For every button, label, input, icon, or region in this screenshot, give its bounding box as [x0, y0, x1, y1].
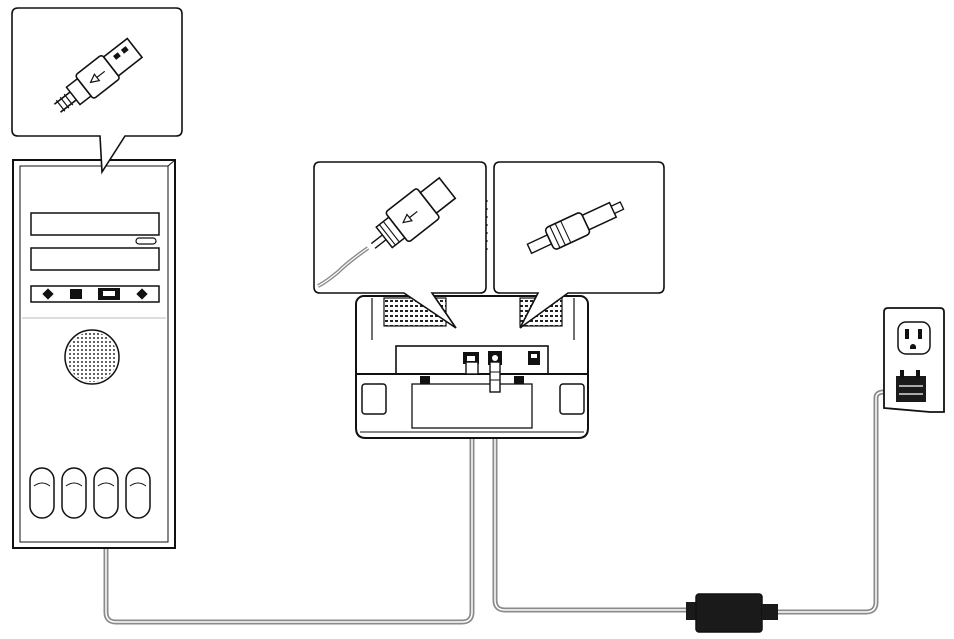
scanner-icon — [355, 295, 589, 439]
drive-bay-button — [135, 237, 157, 245]
front-port-panel — [30, 285, 160, 303]
wall-plug-icon — [896, 376, 926, 402]
dc-barrel-plug-icon — [526, 201, 625, 255]
power-cord-inner — [778, 391, 896, 613]
dc-cable-inner — [494, 392, 688, 611]
power-adapter-icon — [686, 593, 778, 633]
usb-a-plug-icon — [53, 37, 144, 113]
power-cord-icon — [778, 389, 896, 615]
vent-slot-1 — [29, 467, 55, 519]
usb-a-callout — [11, 7, 183, 175]
vent-slot-3 — [93, 467, 119, 519]
drive-bay-top — [30, 212, 160, 236]
dc-plug-inserted — [489, 361, 501, 393]
usb-cable-inner — [105, 300, 473, 623]
pc-tower-icon — [12, 159, 176, 549]
usb-b-callout — [313, 161, 488, 329]
wall-outlet-icon — [883, 307, 945, 413]
vent-slot-4 — [125, 467, 151, 519]
vent-slot-2 — [61, 467, 87, 519]
usb-b-plug-inserted — [465, 361, 479, 375]
drive-bay-bottom — [30, 247, 160, 271]
dc-callout — [493, 161, 665, 329]
usb-b-plug-icon — [370, 176, 457, 249]
